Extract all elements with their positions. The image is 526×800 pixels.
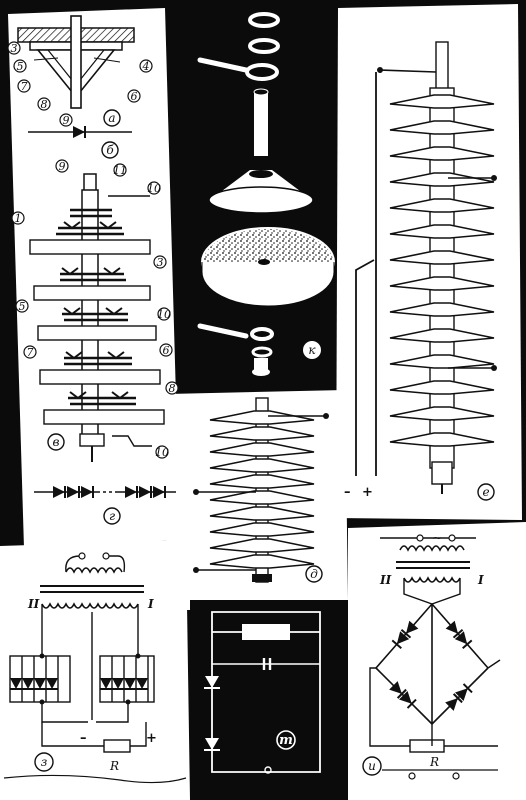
panel-k-exploded-parts: к <box>197 12 335 376</box>
svg-text:9: 9 <box>59 160 66 173</box>
callout-6: 6 <box>131 90 138 103</box>
panel-label-z: з <box>41 755 48 769</box>
svg-text:8: 8 <box>169 382 176 395</box>
svg-text:7: 7 <box>27 346 34 359</box>
panel-center-bottom-circuit: m <box>204 611 321 774</box>
panel-z-circuit: II I – + R з <box>3 552 187 784</box>
callout-7: 7 <box>21 80 28 93</box>
panel-v-callouts: 9 11 10 1 3 5 10 7 6 8 10 в <box>11 159 179 459</box>
panel-label-d: д <box>310 567 318 581</box>
callout-9: 9 <box>63 114 70 127</box>
panel-a-diode-section <box>17 15 135 109</box>
terminal-minus: – <box>344 485 351 500</box>
svg-text:10: 10 <box>157 308 171 321</box>
svg-text:11: 11 <box>113 164 127 177</box>
winding-i: I <box>147 597 154 611</box>
panel-label-g: г <box>109 509 115 523</box>
panel-label-i: и <box>368 759 376 773</box>
svg-text:10: 10 <box>155 446 169 459</box>
svg-text:10: 10 <box>147 182 161 195</box>
callout-8: 8 <box>41 98 48 111</box>
terminal-plus: + <box>362 485 373 500</box>
panel-a-callouts: 3 4 5 6 7 8 9 а <box>7 41 153 127</box>
svg-text:m: m <box>279 733 293 748</box>
panel-e-finned-column: – + е <box>344 41 497 501</box>
terminal-plus-z: + <box>146 731 157 746</box>
ac-symbol: ~ <box>432 531 442 545</box>
panel-label-b: б <box>106 143 114 157</box>
winding-ii: II <box>27 597 40 611</box>
panel-d-finned-stack: д <box>193 397 329 583</box>
callout-5: 5 <box>17 60 24 73</box>
resistor-r-i: R <box>429 755 439 769</box>
panel-v-diode-stack <box>29 173 165 462</box>
panel-b-diode-symbol: б <box>28 125 132 159</box>
svg-text:3: 3 <box>157 256 164 269</box>
resistor-r-z: R <box>109 759 119 773</box>
winding-ii-i: II <box>379 573 392 587</box>
callout-3: 3 <box>11 42 18 55</box>
svg-text:6: 6 <box>163 344 170 357</box>
panel-label-k: к <box>308 343 316 357</box>
panel-g-series-diodes: г <box>34 485 176 525</box>
panel-label-v: в <box>53 435 60 449</box>
winding-i-i: I <box>477 573 484 587</box>
callout-4: 4 <box>142 60 150 73</box>
svg-text:5: 5 <box>19 300 26 313</box>
terminal-minus-z: – <box>80 731 87 746</box>
panel-label-a: а <box>108 111 115 125</box>
panel-i-bridge-circuit: ~ II I R и <box>362 531 501 780</box>
svg-text:1: 1 <box>15 212 22 225</box>
panel-label-e: е <box>482 485 489 499</box>
